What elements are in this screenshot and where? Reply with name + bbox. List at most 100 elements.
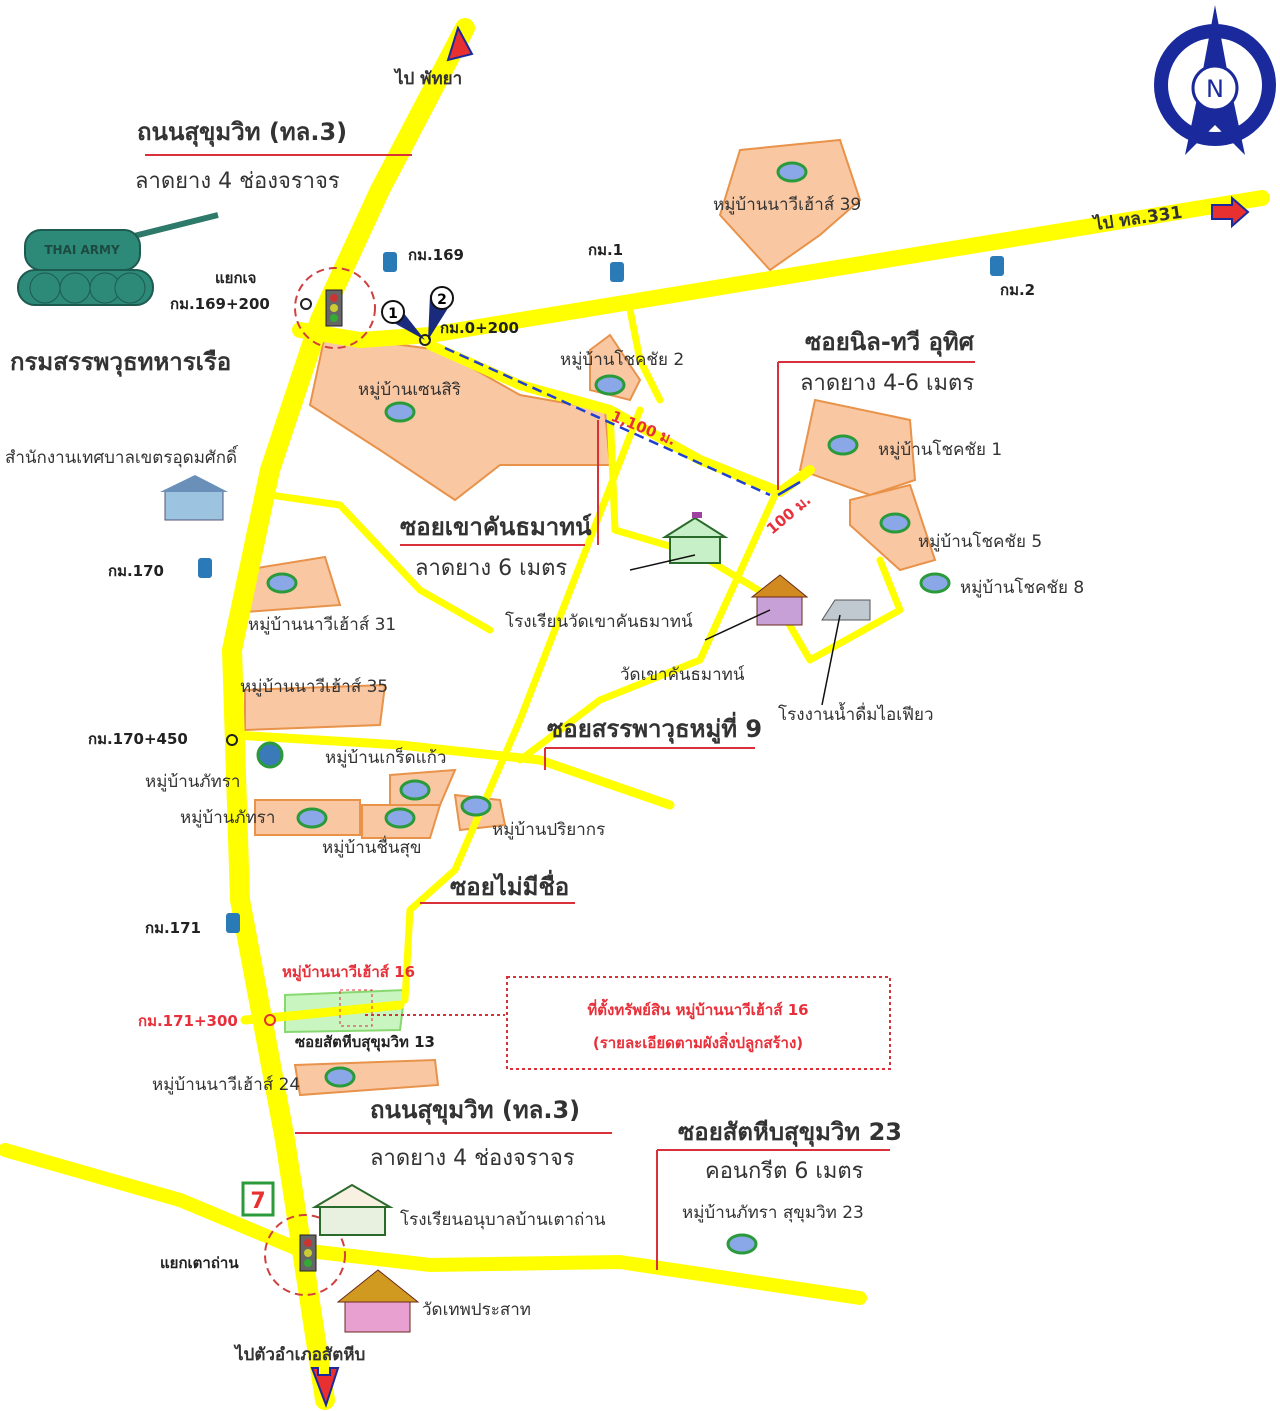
- village-label: หมู่บ้านโชคชัย 5: [918, 531, 1042, 552]
- junction-jae-circle: [294, 267, 376, 349]
- distance-line-100: [777, 480, 801, 497]
- km-label: กม.169: [408, 246, 464, 264]
- village-label: หมู่บ้านชื่นสุข: [322, 835, 422, 858]
- km-label: กม.2: [1000, 281, 1035, 299]
- road-name-soi-sapawut: ซอยสรรพาวุธหมู่ที่ 9: [547, 711, 762, 745]
- road-side-4: [626, 306, 664, 404]
- village-icon: [384, 401, 416, 423]
- road-side-2: [401, 406, 644, 1004]
- village-label: หมู่บ้านเซนสิริ: [358, 380, 461, 400]
- junction-label-taothan: แยกเตาถ่าน: [160, 1254, 239, 1272]
- place-wat-thep: วัดเทพประสาท: [422, 1300, 531, 1320]
- distance-label-1100: 1,100 ม.: [609, 407, 679, 449]
- village-icon: [776, 161, 808, 183]
- village-label: หมู่บ้านโชคชัย 1: [878, 439, 1002, 460]
- direction-331: ไป ทล.331: [1091, 202, 1184, 235]
- road-soi-nil: [425, 340, 815, 497]
- village-label: หมู่บ้านภัทรา: [180, 808, 275, 828]
- junction-taothan-circle: [264, 1214, 346, 1296]
- junction-label-jae: แยกเจ: [215, 269, 256, 287]
- village-icon: [256, 741, 284, 769]
- place-navy: กรมสรรพวุธทหารเรือ: [10, 348, 231, 378]
- distance-line: [444, 346, 771, 497]
- road-surface-soi-nil: ลาดยาง 4-6 เมตร: [800, 371, 974, 396]
- municipal-building-icon: [160, 475, 228, 521]
- village-area-nawi24: [293, 1058, 440, 1097]
- school-icon: [311, 1183, 394, 1236]
- road-name-sukhumvit-top: ถนนสุขุมวิท (ทล.3): [137, 118, 347, 148]
- km-post-icon: [226, 913, 240, 933]
- svg-text:N: N: [1206, 75, 1224, 103]
- traffic-light-icon: [325, 289, 343, 327]
- village-label: หมู่บ้านนาวีเฮ้าส์ 24: [152, 1075, 300, 1095]
- village-label: หมู่บ้านปริยากร: [492, 820, 605, 840]
- road-soi-13: [240, 1000, 405, 1025]
- crosshair-icon: [226, 734, 238, 746]
- roads: [0, 18, 1270, 1410]
- property-marker: [339, 989, 373, 1027]
- arrow-down-icon: [310, 1367, 340, 1409]
- road-surface-soi-23: คอนกรีต 6 เมตร: [705, 1159, 864, 1184]
- km-label: กม.171+300: [138, 1012, 238, 1030]
- property-box-subtitle: (รายละเอียดตามผังสิ่งปลูกสร้าง): [593, 1032, 803, 1053]
- km-post-icons: [198, 252, 1004, 933]
- village-label-nawi16: หมู่บ้านนาวีเฮ้าส์ 16: [282, 963, 415, 982]
- km-label: กม.1: [588, 241, 623, 259]
- traffic-light-icon: [299, 1234, 317, 1272]
- north-compass-icon: N: [1154, 5, 1276, 155]
- crosshair-icon: [264, 1014, 276, 1026]
- km-label: กม.0+200: [440, 319, 519, 337]
- village-label: หมู่บ้านโชคชัย 8: [960, 577, 1084, 598]
- road-side-3: [266, 491, 494, 634]
- direction-sattahip: ไปตัวอำเภอสัตหีบ: [233, 1344, 365, 1365]
- road-surface-sukhumvit-bottom: ลาดยาง 4 ช่องจราจร: [370, 1146, 575, 1171]
- arrow-right-icon: [1211, 195, 1250, 229]
- marker-1-icon: 1: [381, 300, 425, 340]
- village-icons: [256, 161, 951, 1255]
- km-post-icon: [198, 558, 212, 578]
- svg-text:7: 7: [250, 1189, 265, 1214]
- village-area-nawi35: [244, 683, 387, 732]
- village-label: หมู่บ้านภัทรา: [145, 772, 240, 792]
- temple-icon: [750, 574, 809, 626]
- road-surface-sukhumvit-top: ลาดยาง 4 ช่องจราจร: [135, 169, 340, 194]
- village-icon: [879, 512, 911, 534]
- village-icon: [296, 807, 328, 829]
- marker-2-icon: 2: [428, 286, 454, 340]
- village-icon: [266, 572, 298, 594]
- km-label: กม.170: [108, 562, 164, 580]
- temple-icon: [336, 1269, 420, 1333]
- road-name-soi-noname: ซอยไม่มีชื่อ: [450, 869, 569, 901]
- tank-icon: THAI ARMY: [17, 212, 219, 306]
- km-post-icon: [990, 256, 1004, 276]
- village-label: หมู่บ้านนาวีเฮ้าส์ 39: [713, 195, 861, 215]
- crosshair-icon: [419, 334, 431, 346]
- road-soi-sapawut: [230, 730, 675, 810]
- road-sukhumvit: [222, 18, 475, 1410]
- place-wat-khao: วัดเขาคันธมาทน์: [620, 665, 745, 685]
- property-box: [506, 976, 891, 1070]
- place-factory: โรงงานน้ำดื่มไอเฟียว: [778, 702, 934, 725]
- village-label: หมู่บ้านโชคชัย 2: [560, 349, 684, 370]
- km-label: กม.171: [145, 919, 201, 937]
- road-side-1: [516, 491, 779, 764]
- village-icon: [726, 1233, 758, 1255]
- road-name-soi-23: ซอยสัตหีบสุขุมวิท 23: [678, 1118, 902, 1148]
- road-soi-23: [0, 1143, 867, 1305]
- village-icon: [827, 434, 859, 456]
- direction-pattaya: ไป พัทยา: [393, 68, 462, 89]
- road-name-soi-khao: ซอยเขาคันธมาทน์: [400, 513, 592, 541]
- place-municipal: สำนักงานเทศบาลเขตรอุดมศักดิ์: [5, 445, 239, 468]
- school-icon: [661, 512, 729, 564]
- road-surface-soi-khao: ลาดยาง 6 เมตร: [415, 556, 567, 581]
- road-name-soi-nil: ซอยนิล-ทวี อุทิศ: [805, 328, 975, 358]
- km-label: กม.170+450: [88, 730, 188, 748]
- km-post-icon: [383, 252, 397, 272]
- road-name-soi-13: ซอยสัตหีบสุขุมวิท 13: [295, 1033, 435, 1052]
- svg-text:2: 2: [437, 292, 447, 308]
- village-label: หมู่บ้านภัทรา สุขุมวิท 23: [682, 1203, 864, 1223]
- village-icon: [384, 807, 416, 829]
- village-label: หมู่บ้านเกร็ดแก้ว: [325, 746, 446, 768]
- road-name-sukhumvit-bottom: ถนนสุขุมวิท (ทล.3): [370, 1096, 580, 1126]
- place-school-khao: โรงเรียนวัดเขาคันธมาทน์: [505, 611, 693, 632]
